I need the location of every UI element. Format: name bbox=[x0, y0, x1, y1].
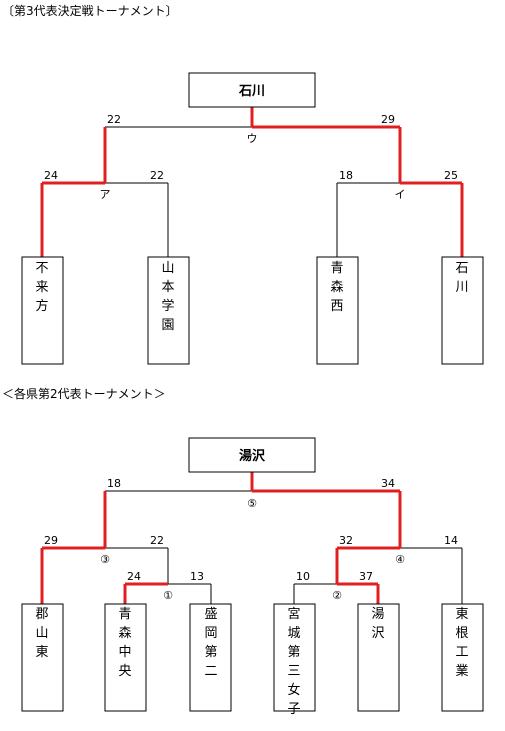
team-name-char: 方 bbox=[35, 298, 48, 314]
team-box bbox=[273, 603, 316, 712]
team-name: 郡山東 bbox=[35, 607, 48, 660]
team-name-char: 山 bbox=[161, 261, 174, 276]
team-name-char: 根 bbox=[455, 626, 468, 641]
team-name-char: 湯 bbox=[371, 607, 384, 622]
score-ura-left: 22 bbox=[107, 113, 121, 126]
team-name-char: 西 bbox=[330, 299, 343, 314]
team-box bbox=[21, 603, 64, 712]
team-name: 不来方 bbox=[35, 261, 48, 314]
team-name-char: 女 bbox=[287, 682, 300, 698]
score-m5-left: 18 bbox=[107, 477, 121, 490]
score-m2-left: 10 bbox=[296, 570, 310, 583]
match-label-2: ② bbox=[332, 589, 342, 602]
score-a-left: 24 bbox=[44, 169, 58, 182]
match-label-a: ア bbox=[100, 188, 111, 201]
team-name-char: 来 bbox=[35, 280, 48, 295]
team-name-char: 業 bbox=[455, 663, 468, 679]
score-a-right: 22 bbox=[150, 169, 164, 182]
team-name-char: 中 bbox=[118, 645, 131, 660]
match-label-1: ① bbox=[163, 589, 173, 602]
team-name-char: 郡 bbox=[35, 607, 48, 622]
score-ura-right: 29 bbox=[381, 113, 395, 126]
team-name-char: 東 bbox=[455, 606, 468, 622]
team-name-char: 石 bbox=[455, 261, 468, 276]
team-name-char: 第 bbox=[204, 645, 217, 660]
bracket-lines bbox=[105, 126, 400, 257]
team-name-char: 三 bbox=[287, 664, 300, 679]
tournament-2-title: ＜各県第2代表トーナメント＞ bbox=[2, 387, 166, 401]
team-name-char: 東 bbox=[35, 644, 48, 660]
team-name-char: 森 bbox=[330, 280, 343, 295]
team-name-char: 本 bbox=[161, 280, 174, 295]
team-name-char: 央 bbox=[118, 664, 131, 679]
team-name: 青森西 bbox=[330, 261, 343, 314]
team-box bbox=[357, 603, 400, 712]
team-box bbox=[189, 603, 232, 712]
score-m4-left: 32 bbox=[339, 534, 353, 547]
match-label-5: ⑤ bbox=[247, 497, 257, 510]
score-i-right: 25 bbox=[444, 169, 458, 182]
team-name-char: 園 bbox=[161, 318, 174, 333]
score-m5-right: 34 bbox=[381, 477, 395, 490]
bracket-lines bbox=[105, 490, 463, 604]
score-m4-right: 14 bbox=[444, 534, 458, 547]
match-label-4: ④ bbox=[395, 553, 405, 566]
score-m1-right: 13 bbox=[190, 570, 204, 583]
match-label-u: ウ bbox=[247, 132, 258, 145]
winning-path-lines bbox=[40, 107, 464, 257]
team-name-char: 森 bbox=[118, 626, 131, 641]
match-label-i: イ bbox=[395, 188, 406, 201]
team-name-char: 青 bbox=[118, 607, 131, 622]
team-box bbox=[147, 256, 190, 365]
score-m3-right: 22 bbox=[150, 534, 164, 547]
score-m1-left: 24 bbox=[127, 570, 141, 583]
score-i-left: 18 bbox=[339, 169, 353, 182]
team-name-char: 工 bbox=[455, 645, 468, 660]
winning-path-lines bbox=[40, 472, 402, 604]
team-name-char: 青 bbox=[330, 261, 343, 276]
team-name-char: 岡 bbox=[204, 626, 217, 641]
team-name-char: 山 bbox=[35, 626, 48, 641]
team-box bbox=[441, 603, 484, 712]
match-label-3: ③ bbox=[100, 553, 110, 566]
team-name: 石川 bbox=[455, 261, 468, 295]
team-box bbox=[21, 256, 64, 365]
team-name: 湯沢 bbox=[371, 607, 384, 641]
team-name-char: 沢 bbox=[371, 626, 384, 641]
team-name-char: 不 bbox=[35, 261, 48, 276]
team-name-char: 城 bbox=[287, 626, 300, 641]
team-box bbox=[316, 256, 359, 365]
team-name-char: 盛 bbox=[204, 607, 217, 622]
tournament-1-title: 〔第3代表決定戦トーナメント〕 bbox=[2, 4, 178, 18]
team-box bbox=[441, 256, 484, 365]
team-box bbox=[104, 603, 147, 712]
tournament-2-bracket: 湯沢 18 34 29 22 32 14 24 13 10 37 ⑤ ③ ④ ①… bbox=[21, 437, 484, 717]
champion-box bbox=[188, 437, 316, 473]
score-m3-left: 29 bbox=[44, 534, 58, 547]
score-m2-right: 37 bbox=[359, 570, 373, 583]
team-name-char: 二 bbox=[204, 664, 217, 679]
team-name-char: 川 bbox=[455, 280, 468, 295]
team-name-char: 宮 bbox=[287, 606, 300, 622]
champion-name: 石川 bbox=[238, 84, 265, 99]
team-name-char: 第 bbox=[287, 645, 300, 660]
champion-box bbox=[188, 72, 316, 108]
team-name-char: 子 bbox=[287, 702, 300, 717]
champion-name: 湯沢 bbox=[239, 448, 266, 464]
team-name-char: 学 bbox=[161, 298, 174, 314]
